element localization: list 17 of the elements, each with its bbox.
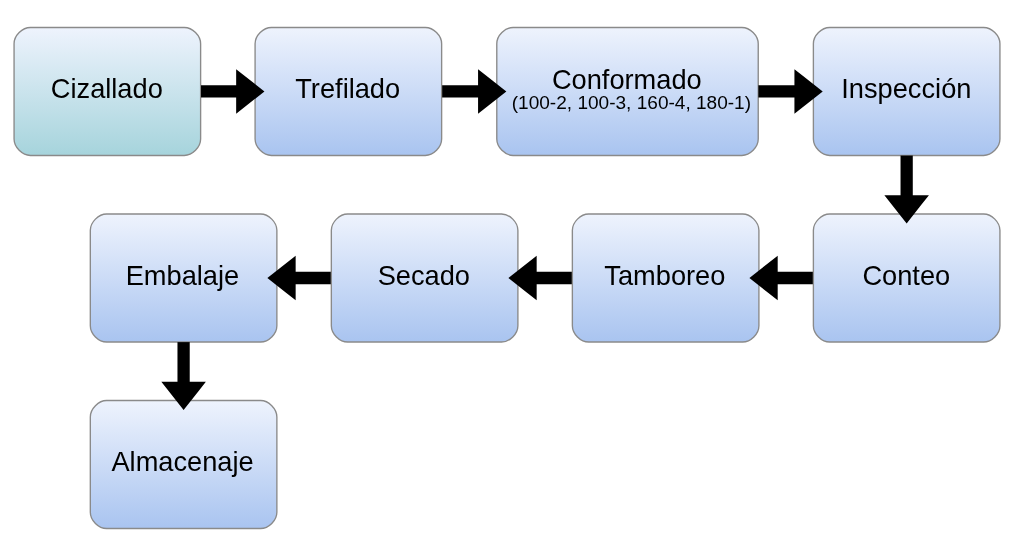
node-box: Almacenaje — [89, 399, 278, 529]
arrow — [267, 255, 331, 300]
arrow — [201, 68, 265, 114]
node-box: Secado — [330, 212, 519, 343]
arrow — [749, 255, 813, 300]
node-box: Conteo — [812, 212, 1001, 343]
arrow — [161, 341, 206, 410]
arrow — [884, 155, 929, 223]
arrow — [508, 255, 572, 300]
node-box: Conformado (100-2, 100-3, 160-4, 180-1) — [496, 26, 759, 156]
arrow — [442, 68, 507, 114]
node-box: Trefilado — [254, 26, 443, 156]
node-box: Embalaje — [89, 212, 278, 343]
node-box: Inspección — [812, 26, 1001, 156]
arrow — [758, 68, 823, 114]
node-box: Cizallado — [13, 26, 202, 156]
node-box: Tamboreo — [571, 212, 760, 343]
